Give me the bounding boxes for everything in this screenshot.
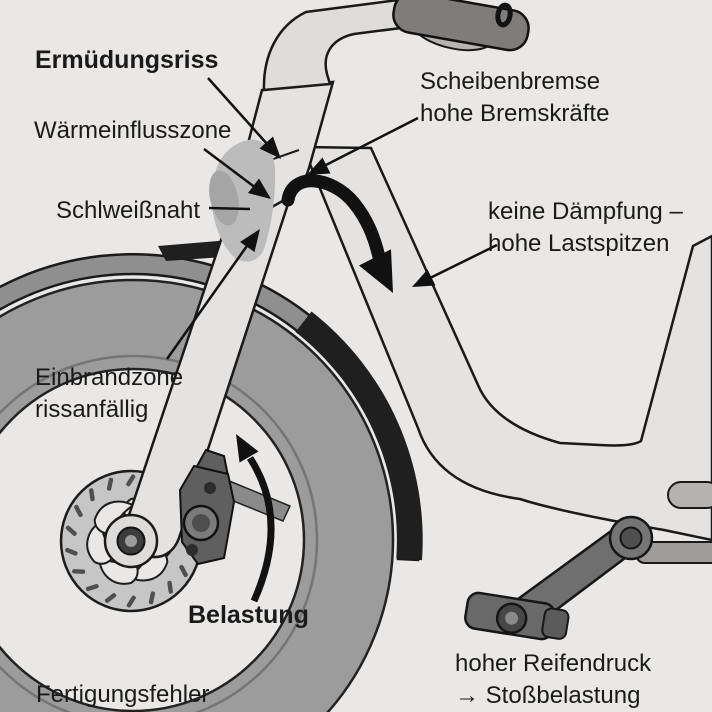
annotation-arrows	[165, 77, 498, 360]
label-penetration-zone: Einbrandzone rissanfällig	[35, 364, 184, 423]
arrow-heat-zone	[203, 148, 271, 199]
front-axle	[103, 513, 159, 569]
force-arrow	[281, 174, 393, 293]
arrow-fatigue-crack	[207, 77, 281, 159]
label-fatigue-crack: Ermüdungsriss	[35, 46, 219, 74]
frame	[301, 145, 712, 542]
handlebar-grip	[392, 0, 530, 52]
arrow-damping	[412, 243, 498, 287]
label-manufacturing-defect: Fertigungsfehler	[36, 681, 210, 708]
load-rotation-arrow	[236, 434, 275, 603]
arrow-disc-brake	[307, 116, 419, 175]
pedal	[464, 591, 570, 641]
label-tire-pressure: hoher Reifendruck → Stoßbelastung	[455, 650, 652, 709]
label-heat-zone: Wärmeinflusszone	[34, 117, 232, 144]
arrow-penetration-zone	[165, 229, 260, 360]
stem-and-handlebar	[262, 0, 530, 92]
label-load: Belastung	[188, 601, 309, 629]
grip-end-cap	[495, 2, 513, 28]
label-disc-brake: Scheibenbremse hohe Bremskräfte	[420, 68, 610, 127]
stem	[262, 0, 403, 92]
leader-weld-seam	[208, 206, 251, 211]
label-weld-seam: Schlweißnaht	[56, 197, 201, 224]
crank-and-pedal	[464, 515, 654, 641]
chainstay-stub	[667, 481, 712, 509]
label-damping: keine Dämpfung – hohe Lastspitzen	[488, 198, 683, 257]
